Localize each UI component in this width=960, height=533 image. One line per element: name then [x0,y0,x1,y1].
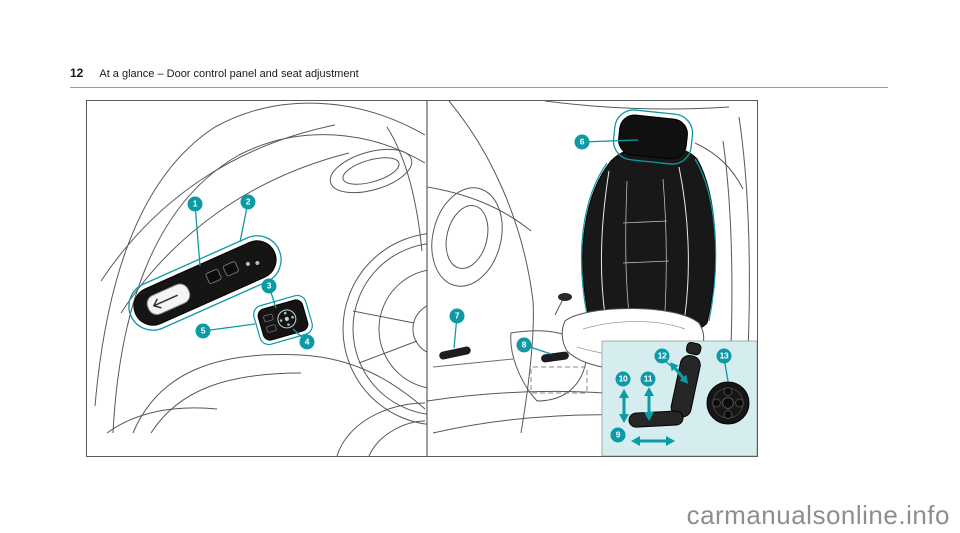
page-title: At a glance – Door control panel and sea… [99,68,359,80]
steering-wheel [342,233,427,425]
door-interior-art [94,102,427,456]
callout-2: 2 [240,194,256,210]
tilt-arrow-icon [644,387,654,421]
callout-9: 9 [610,427,626,443]
backrest-arrow-icon [670,362,688,384]
seat-adjustment-inset [601,340,757,456]
fore-aft-arrow-icon [631,436,675,446]
door-control-panel [128,235,282,331]
inset-seat-cushion [628,410,684,428]
side-mirror [329,148,413,194]
callout-6: 6 [574,134,590,150]
callout-10: 10 [615,371,631,387]
callout-11: 11 [640,371,656,387]
mirror-control-pad [253,294,313,346]
gear-knob [558,293,572,301]
inset-seatback [670,342,702,418]
window-switch-icon [205,268,222,284]
callout-8: 8 [516,337,532,353]
headrest [612,109,694,165]
seat-release-lever [439,346,471,360]
storage-outline [530,366,588,394]
callout-1: 1 [187,196,203,212]
watermark: carmanualsonline.info [686,500,950,530]
callout-5: 5 [195,323,211,339]
callout-4: 4 [299,334,315,350]
callout-12: 12 [654,348,670,364]
height-arrow-icon [619,389,629,423]
seat-adjust-lever [541,351,569,363]
steering-wheel-icon [431,187,503,287]
adjustment-arrow-icons [619,362,688,446]
page-number: 12 [70,66,84,80]
cabin-art [427,101,756,436]
callout-13: 13 [716,348,732,364]
seat-adjust-knob [706,381,750,425]
figure-frame: 1 2 3 4 5 6 7 8 9 10 11 12 13 [86,100,758,457]
page-header: 12 At a glance – Door control panel and … [70,66,888,88]
window-switch-icon [222,261,239,277]
door-and-seat-illustration [94,101,757,456]
callout-7: 7 [449,308,465,324]
callout-3: 3 [261,278,277,294]
